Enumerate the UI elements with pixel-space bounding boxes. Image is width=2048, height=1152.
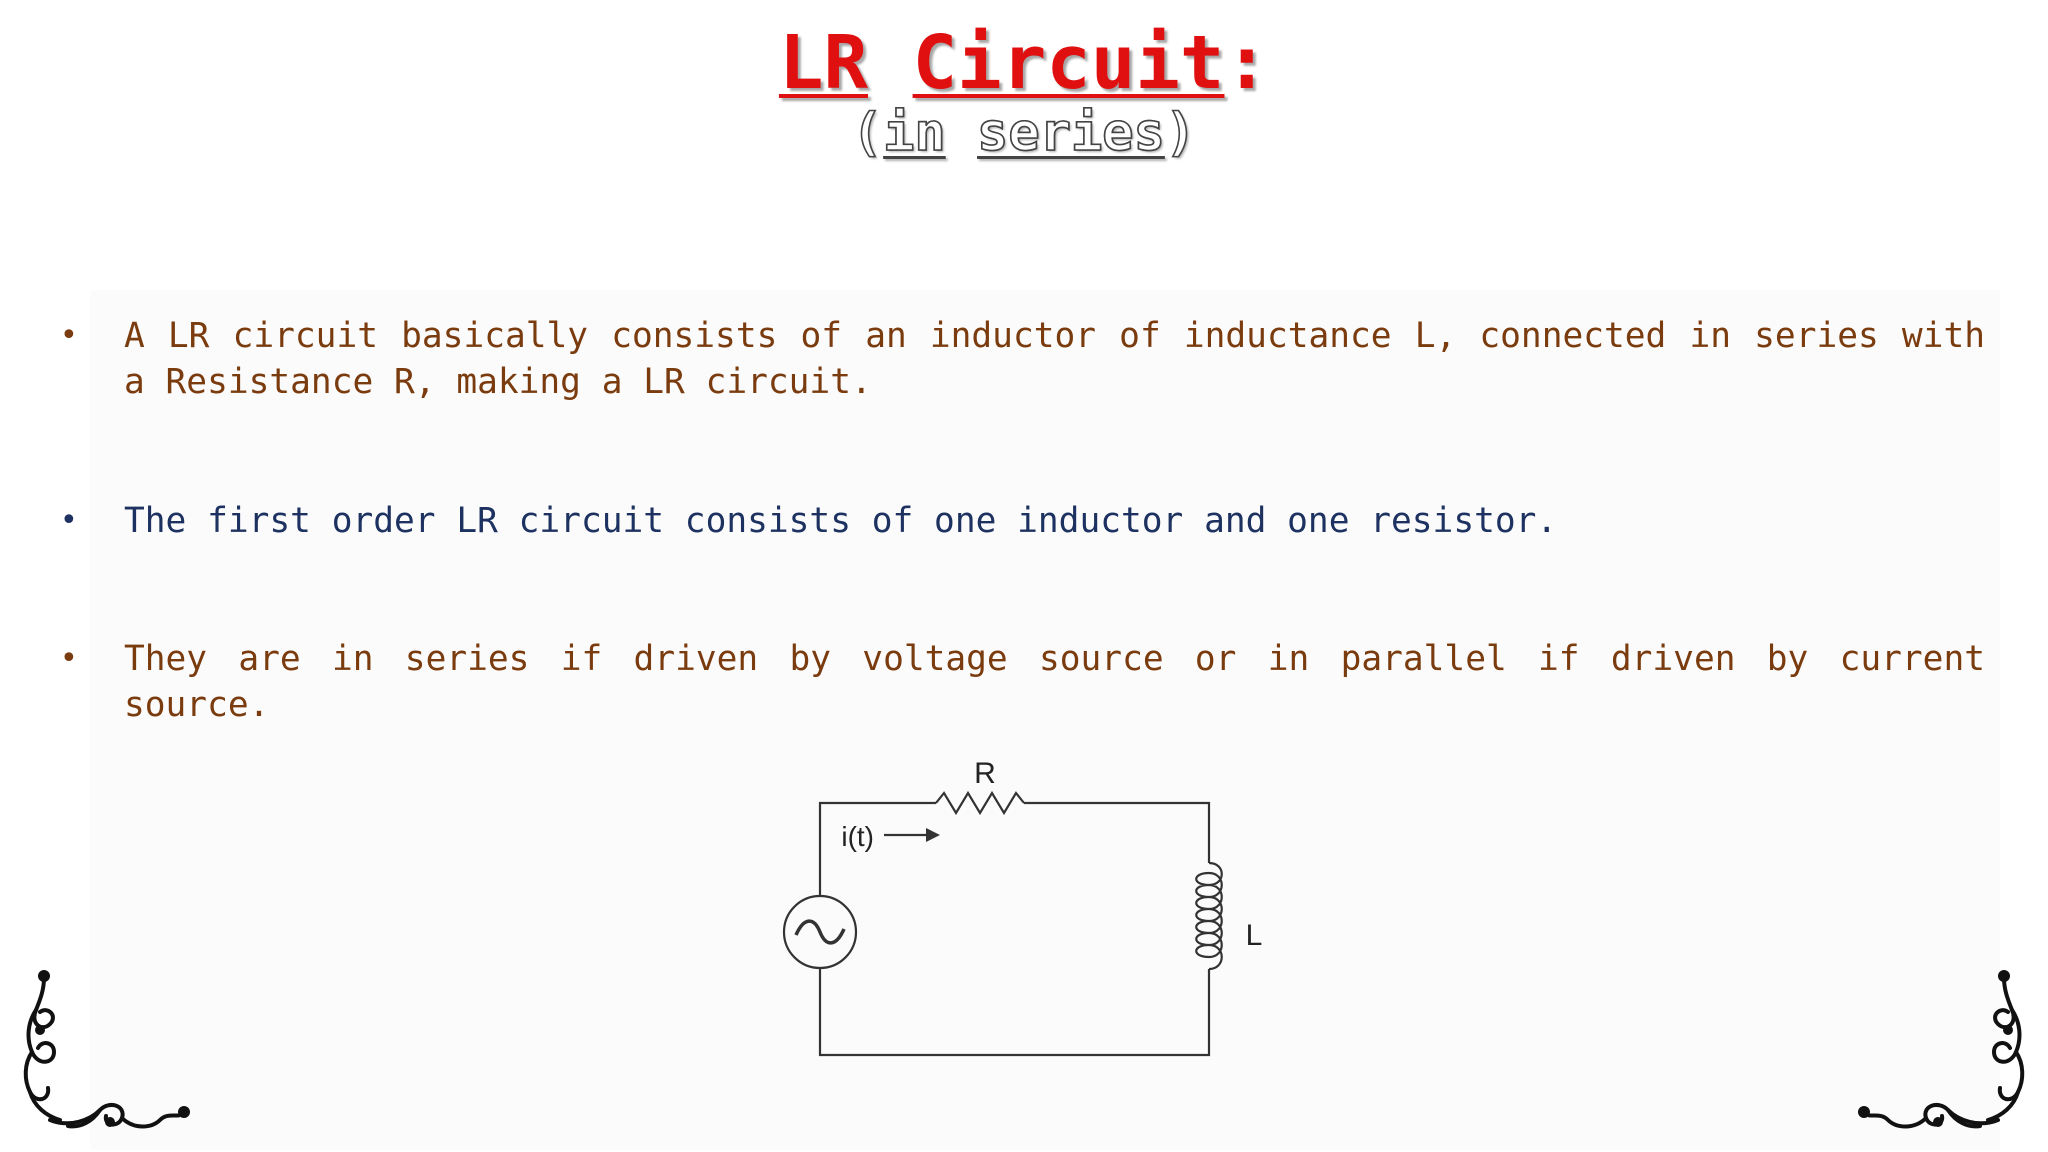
scroll-ornament-icon [1858,970,2025,1129]
sine-wave [794,919,846,945]
bullet-item: • The first order LR circuit consists of… [60,498,1985,544]
content-panel [90,290,2000,1150]
title-part-1: LR [778,20,869,106]
title-colon: : [1224,20,1270,106]
slide-title: LR Circuit: [0,18,2048,108]
inductor-icon [1195,861,1223,971]
inductor-label: L [1246,919,1263,952]
ac-source-icon [782,894,858,970]
bullet-text: A LR circuit basically consists of an in… [124,316,1985,402]
subtitle-open-paren: ( [851,102,884,164]
subtitle-part-2: series [976,102,1165,164]
subtitle-close-paren: ) [1164,102,1197,164]
slide-subtitle: (in series) [0,98,2048,168]
bullet-item: • They are in series if driven by voltag… [60,636,1985,728]
resistor-icon [935,790,1025,816]
wire-top-right [1024,801,1211,863]
arrow-head [926,828,940,842]
wire-right-bottom [818,967,1211,1057]
scroll-ornament-icon [23,970,190,1129]
resistor-label: R [974,757,996,790]
bullet-dot: • [60,503,78,538]
bullet-dot: • [60,641,78,676]
wire-top-left [818,801,936,809]
bullet-text: They are in series if driven by voltage … [124,639,1985,725]
title-part-2: Circuit [912,20,1225,106]
bullet-text: The first order LR circuit consists of o… [124,501,1558,541]
current-label: i(t) [841,821,874,852]
bullet-item: • A LR circuit basically consists of an … [60,313,1985,405]
subtitle-part-1: in [882,102,946,164]
bullet-dot: • [60,318,78,353]
lr-circuit-diagram: R L i(t) [782,757,1263,1057]
